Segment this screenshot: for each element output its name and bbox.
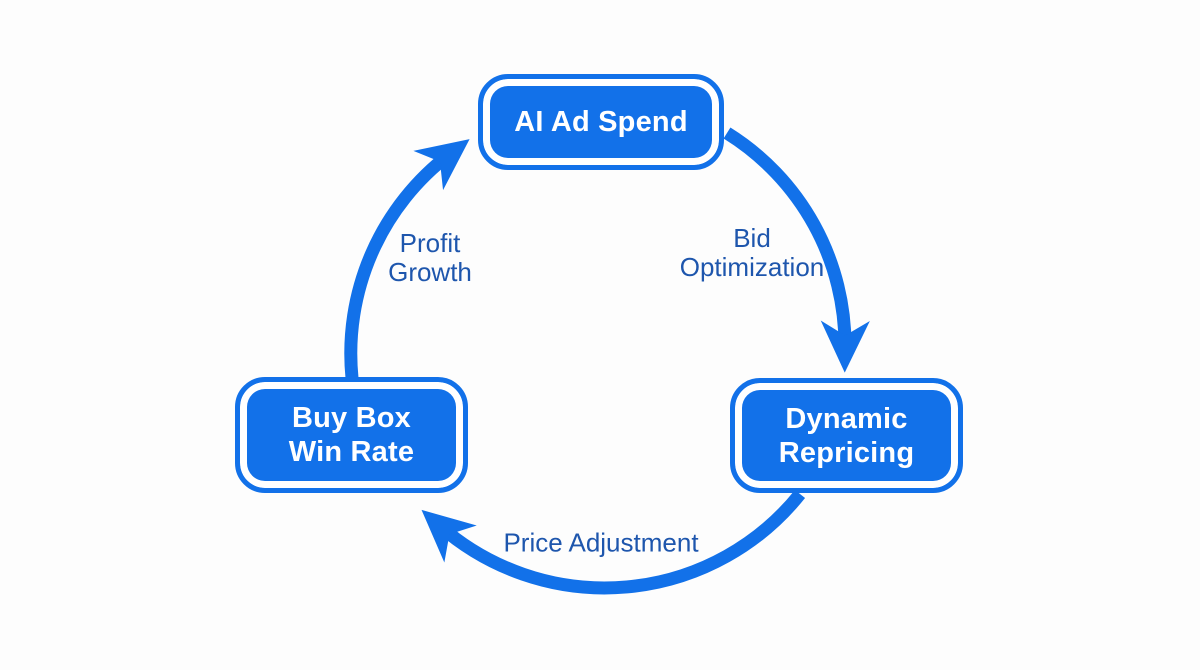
edge-label-bid-optimization-line2: Optimization: [679, 252, 825, 282]
node-buy-box-win-rate: Buy Box Win Rate: [235, 377, 468, 493]
edge-label-price-adjustment: Price Adjustment: [503, 527, 699, 558]
node-dynamic-repricing: Dynamic Repricing: [730, 378, 963, 493]
node-ai-ad-spend-label: AI Ad Spend: [514, 106, 688, 138]
edge-label-profit-growth-line1: Profit: [399, 228, 461, 258]
node-ai-ad-spend: AI Ad Spend: [478, 74, 724, 170]
edge-label-profit-growth: Profit Growth: [388, 229, 472, 287]
arc-top-to-right-arrow: [723, 127, 870, 373]
edge-label-bid-optimization-line1: Bid: [733, 223, 771, 253]
arc-right-to-left-arrow: [421, 489, 806, 595]
node-buy-box-win-rate-line2: Win Rate: [288, 436, 415, 468]
node-dynamic-repricing-line2: Repricing: [778, 436, 915, 469]
node-buy-box-win-rate-line1: Buy Box: [291, 402, 412, 434]
node-dynamic-repricing-line1: Dynamic: [785, 402, 908, 435]
edge-label-bid-optimization: Bid Optimization: [680, 224, 825, 282]
arc-left-to-top-arrow: [344, 139, 470, 379]
edge-label-price-adjustment-text: Price Adjustment: [503, 527, 699, 558]
edge-label-profit-growth-line2: Growth: [388, 257, 472, 287]
